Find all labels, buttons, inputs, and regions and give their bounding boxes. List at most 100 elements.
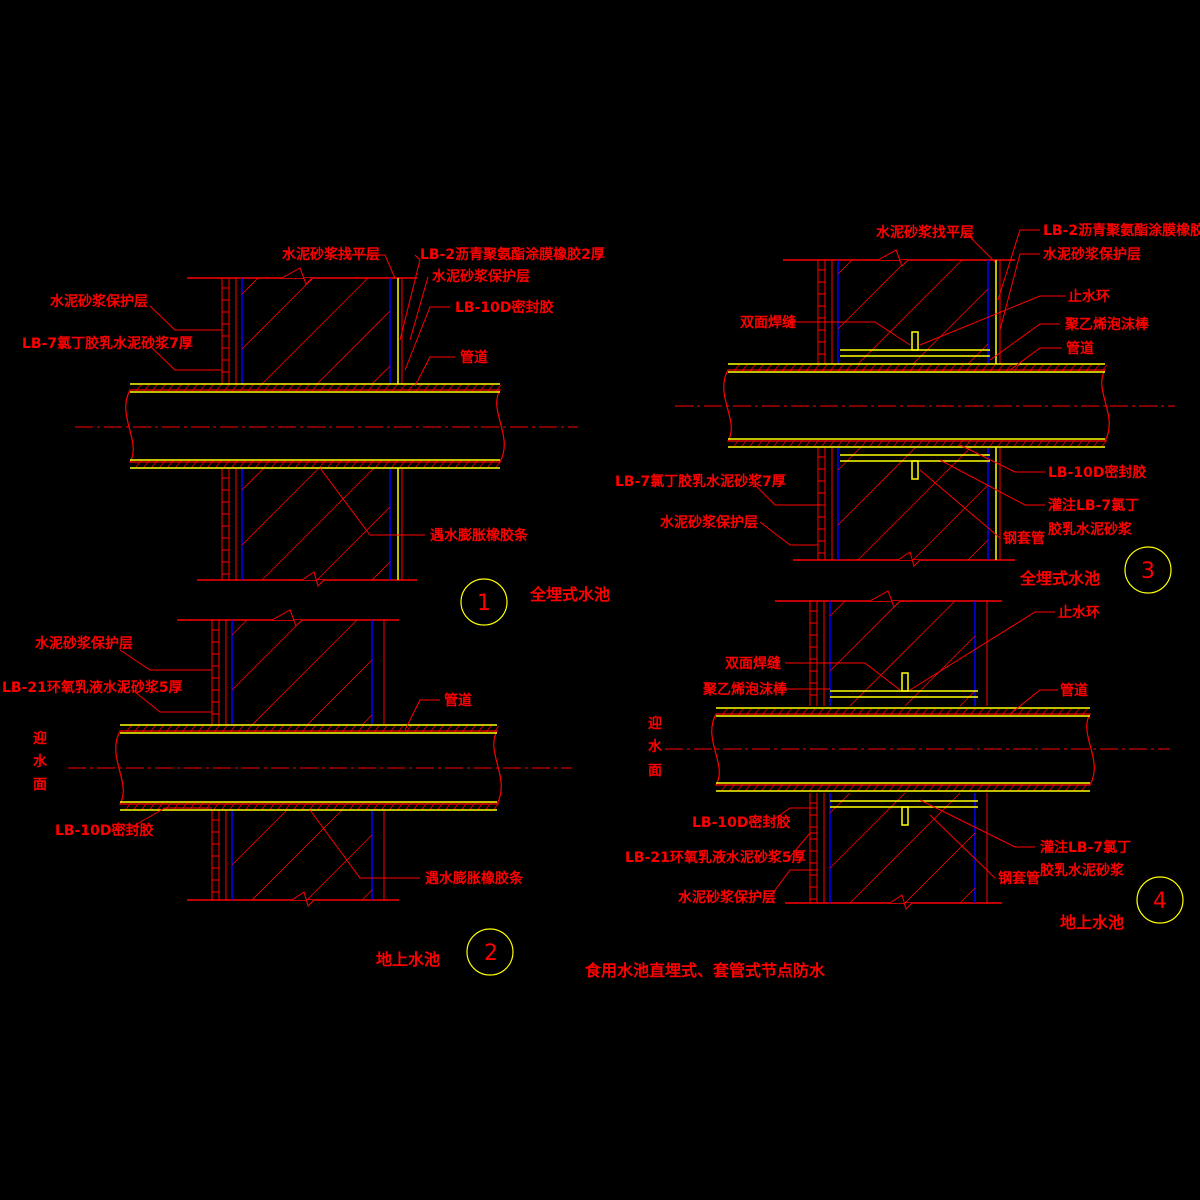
leader-line — [409, 276, 429, 341]
pipe-hatch — [841, 783, 848, 791]
pipe-hatch — [793, 708, 800, 716]
pipe-hatch — [221, 725, 228, 733]
detail-caption: 地上水池 — [376, 950, 440, 969]
leader-line — [769, 807, 818, 823]
pipe-hatch — [487, 384, 494, 392]
pipe-hatch — [941, 364, 948, 372]
pipe-hatch — [1081, 783, 1088, 791]
pipe-hatch — [1081, 708, 1088, 716]
pipe-hatch — [1053, 439, 1060, 447]
pipe-hatch — [901, 439, 908, 447]
pipe-hatch — [817, 708, 824, 716]
detail-2: 水泥砂浆保护层 LB-21环氧乳液水泥砂浆5厚 管道 LB-10D密封胶 遇水膨… — [2, 635, 524, 969]
pipe-hatch — [965, 439, 972, 447]
break-symbol — [281, 267, 313, 285]
leader-line — [999, 253, 1040, 331]
detail-number-circle — [460, 578, 508, 626]
pipe-hatch — [311, 384, 318, 392]
pipe-hatch — [913, 783, 920, 791]
pipe-hatch — [1069, 364, 1076, 372]
leader-line — [404, 699, 440, 731]
pipe-hatch — [753, 783, 760, 791]
pipe-hatch — [1057, 783, 1064, 791]
pipe-hatch — [205, 725, 212, 733]
pipe-hatch — [255, 384, 262, 392]
pipe-hatch — [365, 725, 372, 733]
pipe-hatch — [893, 439, 900, 447]
pipe-hatch — [917, 364, 924, 372]
label: 胶乳水泥砂浆 — [1040, 862, 1125, 879]
pipe-hatch — [165, 725, 172, 733]
pipe-hatch — [721, 783, 728, 791]
leader-line — [330, 254, 396, 279]
pipe-hatch — [1037, 439, 1044, 447]
concrete-hatch — [849, 600, 956, 707]
pipe-hatch — [845, 364, 852, 372]
label: 钢套管 — [998, 870, 1040, 887]
concrete-hatch — [959, 887, 976, 904]
concrete-hatch — [371, 365, 391, 385]
concrete-hatch — [829, 792, 906, 869]
pipe-hatch — [1061, 439, 1068, 447]
break-symbol — [897, 551, 921, 567]
pipe-hatch — [837, 364, 844, 372]
pipe-hatch — [477, 725, 484, 733]
side-label: 水 — [648, 738, 663, 755]
pipe-hatch — [141, 802, 148, 810]
pipe-hatch — [1073, 708, 1080, 716]
pipe-hatch — [399, 460, 406, 468]
pipe-hatch — [997, 439, 1004, 447]
pipe-hatch — [381, 802, 388, 810]
pipe-hatch — [1093, 364, 1100, 372]
pipe-hatch — [921, 783, 928, 791]
pipe-hatch — [231, 384, 238, 392]
pipe-hatch — [431, 460, 438, 468]
pipe-hatch — [333, 802, 340, 810]
pipe-hatch — [271, 460, 278, 468]
leader-line — [919, 799, 1035, 848]
concrete-hatch — [371, 561, 391, 581]
pipe-hatch — [933, 364, 940, 372]
pipe-hatch — [245, 802, 252, 810]
pipe-hatch — [737, 708, 744, 716]
pipe-hatch — [159, 384, 166, 392]
pipe-hatch — [327, 460, 334, 468]
pipe-hatch — [407, 460, 414, 468]
pipe-hatch — [239, 384, 246, 392]
pipe-hatch — [383, 384, 390, 392]
pipe-hatch — [301, 725, 308, 733]
detail-number-circle — [466, 928, 514, 976]
leader-line — [414, 356, 455, 387]
pipe-hatch — [479, 384, 486, 392]
label: 遇水膨胀橡胶条 — [430, 527, 529, 544]
pipe-hatch — [253, 725, 260, 733]
pipe-hatch — [333, 725, 340, 733]
side-label: 面 — [33, 777, 47, 793]
pipe-hatch — [231, 460, 238, 468]
pipe-hatch — [897, 783, 904, 791]
pipe-hatch — [125, 725, 132, 733]
pipe-hatch — [207, 460, 214, 468]
pipe-hatch — [885, 439, 892, 447]
break-symbol — [869, 590, 901, 608]
pipe-hatch — [1053, 364, 1060, 372]
pipe-hatch — [869, 439, 876, 447]
pipe-hatch — [961, 708, 968, 716]
pipe-hatch — [309, 802, 316, 810]
pipe-hatch — [383, 460, 390, 468]
pipe-hatch — [421, 802, 428, 810]
leader-line — [149, 345, 222, 371]
pipe-hatch — [773, 439, 780, 447]
pipe-hatch — [367, 384, 374, 392]
pipe-hatch — [223, 384, 230, 392]
pipe-hatch — [447, 460, 454, 468]
label: 管道 — [444, 692, 472, 709]
pipe-hatch — [349, 802, 356, 810]
pipe-hatch — [733, 364, 740, 372]
concrete-hatch — [829, 792, 851, 814]
pipe-hatch — [1029, 364, 1036, 372]
pipe-hatch — [429, 802, 436, 810]
pipe-hatch — [303, 460, 310, 468]
pipe-hatch — [1065, 708, 1072, 716]
pipe-hatch — [853, 364, 860, 372]
